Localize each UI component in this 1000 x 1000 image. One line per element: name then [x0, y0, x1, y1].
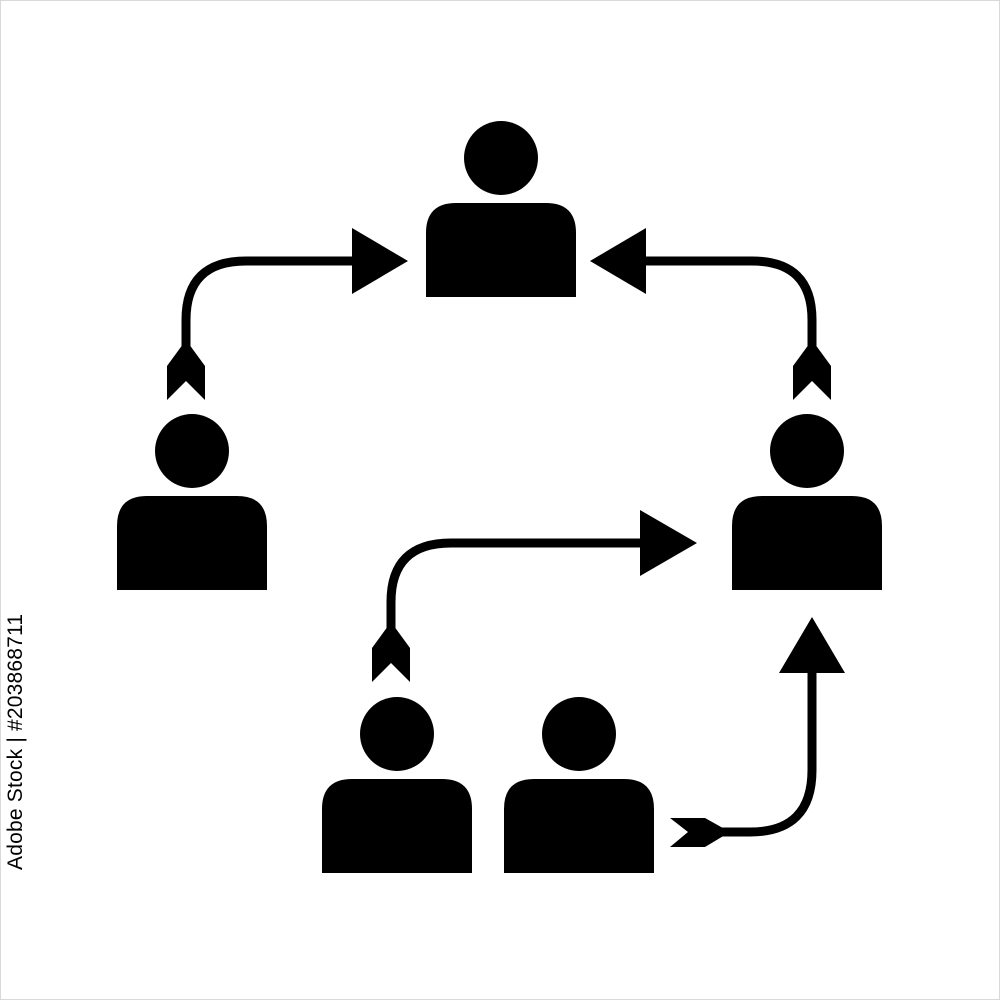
stock-id-text: Adobe Stock | #203868711	[4, 613, 27, 870]
person-icon-top	[426, 121, 576, 297]
person-icon-right	[732, 414, 882, 590]
person-icon-left	[117, 414, 267, 590]
arrow-icon-left-to-top	[167, 228, 408, 400]
arrow-icon-right-to-top	[590, 228, 831, 400]
person-icon-bottom-left	[322, 697, 472, 873]
person-icon-bottom-right	[504, 697, 654, 873]
arrow-icon-bottom-right-to-right	[670, 617, 845, 847]
arrow-icon-bottom-to-right	[372, 510, 697, 682]
